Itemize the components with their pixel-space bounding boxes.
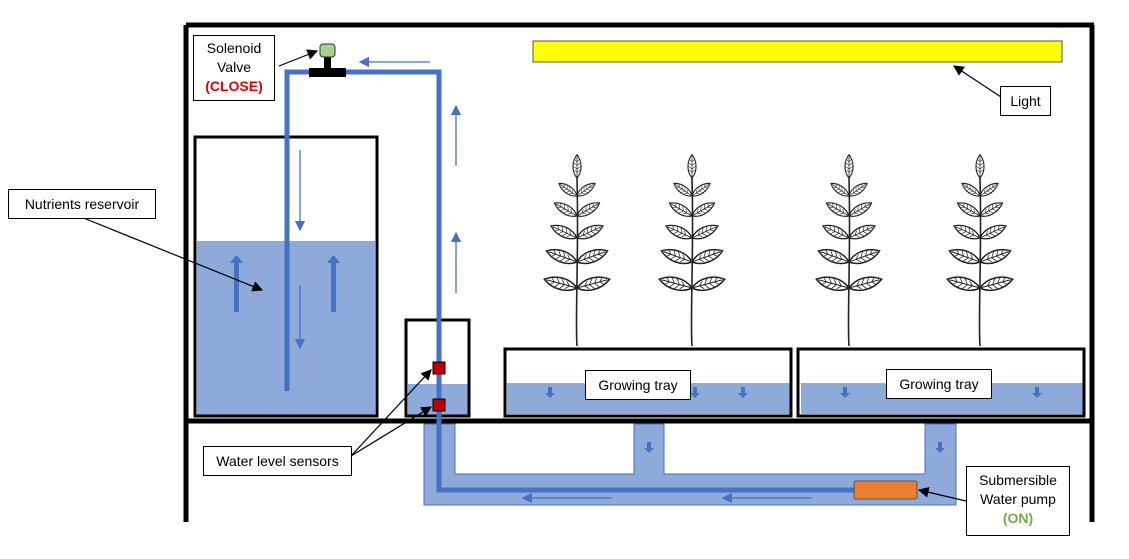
fern-plant-icon bbox=[946, 155, 1014, 346]
light-label: Light bbox=[1000, 86, 1051, 116]
solenoid-valve-label: Solenoid Valve (CLOSE) bbox=[193, 35, 275, 101]
solenoid-label-line2: Valve bbox=[217, 59, 251, 75]
tray-label-left: Growing tray bbox=[585, 370, 691, 400]
sensors-label: Water level sensors bbox=[203, 446, 352, 476]
flow-arrow-icon bbox=[294, 56, 812, 504]
grow-light-bar bbox=[532, 40, 1063, 63]
fern-plant-icon bbox=[658, 155, 726, 346]
sensor-square-icon bbox=[432, 398, 446, 412]
enclosure-frame bbox=[183, 22, 1095, 522]
pump-icon bbox=[853, 480, 918, 500]
callout-leaders bbox=[80, 49, 1002, 502]
reservoir-label: Nutrients reservoir bbox=[8, 189, 156, 219]
pump-label-line1: Submersible bbox=[979, 472, 1057, 488]
reservoir-up-arrow bbox=[331, 262, 336, 312]
sensor-square-icon bbox=[432, 361, 446, 375]
pump-label-line2: Water pump bbox=[980, 491, 1056, 507]
tray-label-right: Growing tray bbox=[886, 369, 992, 399]
reservoir-up-arrow bbox=[234, 262, 239, 312]
pump-label: Submersible Water pump (ON) bbox=[966, 466, 1070, 536]
drain-channel bbox=[423, 423, 957, 506]
fern-plant-icon bbox=[543, 155, 611, 346]
solenoid-state: (CLOSE) bbox=[205, 78, 263, 94]
solenoid-valve-icon bbox=[309, 43, 346, 77]
supply-pipe bbox=[284, 69, 858, 493]
fern-plant-icon bbox=[815, 155, 883, 346]
pump-state: (ON) bbox=[1002, 510, 1034, 526]
solenoid-label-line1: Solenoid bbox=[206, 40, 262, 56]
